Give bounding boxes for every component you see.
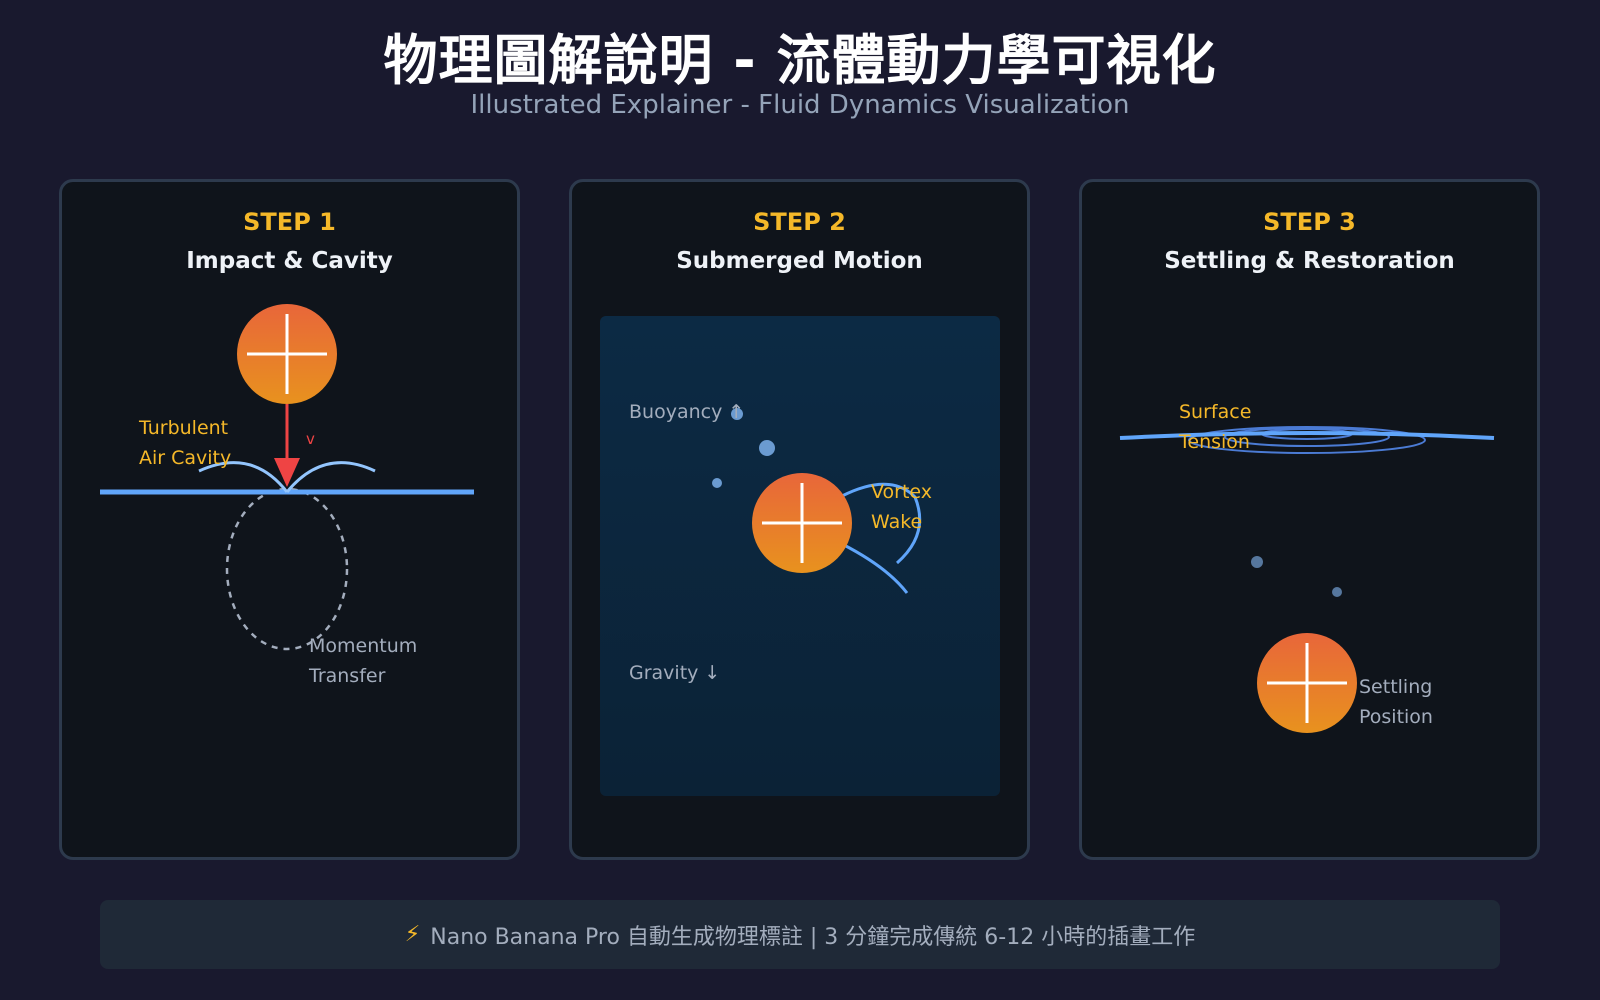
surface-label: Surface — [1179, 401, 1251, 423]
water-surface — [1119, 431, 1495, 440]
step-2-panel: STEP 2 Submerged Motion — [569, 179, 1030, 860]
step-2-label: STEP 2 — [753, 208, 846, 236]
velocity-arrowhead — [274, 458, 300, 487]
momentum-label: Momentum — [309, 635, 417, 657]
ball — [1257, 633, 1357, 733]
gravity-label: Gravity ↓ — [629, 662, 720, 684]
wake-label: Wake — [871, 511, 922, 533]
page-subtitle: Illustrated Explainer - Fluid Dynamics V… — [470, 90, 1130, 120]
step-1-label: STEP 1 — [243, 208, 336, 236]
splash-left — [198, 461, 289, 493]
footer-banner: ⚡ Nano Banana Pro 自動生成物理標註 | 3 分鐘完成傳統 6-… — [100, 900, 1500, 969]
bubble — [731, 408, 743, 420]
turbulent-label: Turbulent — [138, 417, 228, 439]
tension-label: Tension — [1178, 431, 1250, 453]
step-3-title: Settling & Restoration — [1164, 248, 1455, 274]
vortex-wake-lower — [841, 542, 909, 594]
step-3-panel: STEP 3 Settling & Restoration — [1079, 179, 1540, 860]
position-label: Position — [1359, 706, 1433, 728]
settling-label: Settling — [1359, 676, 1432, 698]
ball — [752, 473, 852, 573]
bubble — [712, 478, 722, 488]
step-2-title: Submerged Motion — [676, 248, 923, 274]
bubble — [1251, 556, 1263, 568]
air-cavity — [225, 487, 349, 651]
bubble — [759, 440, 775, 456]
submerged-diagram: Buoyancy ↑ Vortex Wake Gravity ↓ — [600, 316, 1000, 796]
bubble — [1332, 587, 1342, 597]
velocity-label: v — [306, 430, 315, 448]
step-3-label: STEP 3 — [1263, 208, 1356, 236]
page-title: 物理圖解說明 - 流體動力學可視化 — [383, 29, 1217, 92]
step-1-panel: STEP 1 Impact & Cavity — [59, 179, 520, 860]
air-cavity-label: Air Cavity — [139, 447, 231, 469]
lightning-icon: ⚡ — [404, 922, 421, 947]
buoyancy-label: Buoyancy ↑ — [629, 401, 744, 423]
step-1-title: Impact & Cavity — [186, 248, 393, 274]
ball — [237, 304, 337, 404]
impact-diagram: Turbulent Air Cavity v Momentum Transfer — [100, 304, 474, 687]
transfer-label: Transfer — [308, 665, 386, 687]
splash-right — [285, 461, 376, 493]
settling-diagram: Surface Tension Settling Position — [1119, 401, 1495, 733]
footer-text: Nano Banana Pro 自動生成物理標註 | 3 分鐘完成傳統 6-12… — [430, 924, 1196, 950]
vortex-label: Vortex — [871, 481, 932, 503]
vortex-wake-upper — [841, 482, 922, 565]
